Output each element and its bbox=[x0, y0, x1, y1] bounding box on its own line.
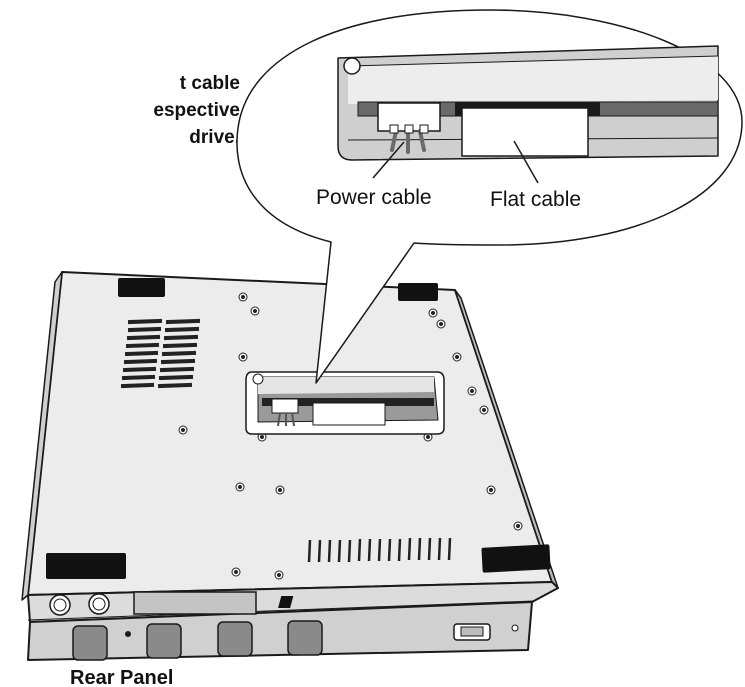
instruction-text: t cable espective drive. bbox=[0, 70, 240, 151]
flat-cable-leader bbox=[513, 140, 539, 184]
foot-top-left bbox=[118, 278, 165, 297]
rear-knobs bbox=[72, 620, 323, 661]
rear-knob-1 bbox=[72, 625, 108, 661]
foot-top-right bbox=[398, 283, 438, 301]
zoomed-drive-bay bbox=[337, 45, 719, 161]
rear-slot bbox=[278, 596, 294, 608]
vent-slots-right bbox=[307, 537, 452, 563]
flat-cable-label: Flat cable bbox=[490, 188, 581, 211]
vent-slots-left bbox=[120, 318, 201, 389]
rear-panel-label: Rear Panel bbox=[70, 667, 173, 687]
rear-plate bbox=[133, 591, 257, 615]
power-cable-label: Power cable bbox=[316, 186, 432, 209]
screws bbox=[178, 292, 523, 580]
foot-bottom-left bbox=[46, 553, 126, 579]
rear-knob-3 bbox=[217, 621, 253, 657]
power-cable-leader bbox=[372, 141, 405, 179]
midi-connector-1 bbox=[49, 594, 71, 616]
instruction-line-2: espective bbox=[153, 100, 240, 121]
callout-bubble bbox=[236, 9, 743, 384]
foot-bottom-right bbox=[481, 544, 551, 573]
rear-knob-4 bbox=[287, 620, 323, 656]
power-connector bbox=[453, 623, 491, 641]
midi-connector-2 bbox=[88, 593, 110, 615]
rear-panel-components bbox=[49, 591, 519, 661]
rubber-feet bbox=[46, 278, 551, 579]
instruction-line-1: t cable bbox=[179, 73, 240, 94]
drive-bay-opening bbox=[245, 371, 445, 435]
left-edge bbox=[21, 271, 63, 601]
instruction-line-3: drive. bbox=[189, 127, 240, 148]
rear-knob-2 bbox=[146, 623, 182, 659]
